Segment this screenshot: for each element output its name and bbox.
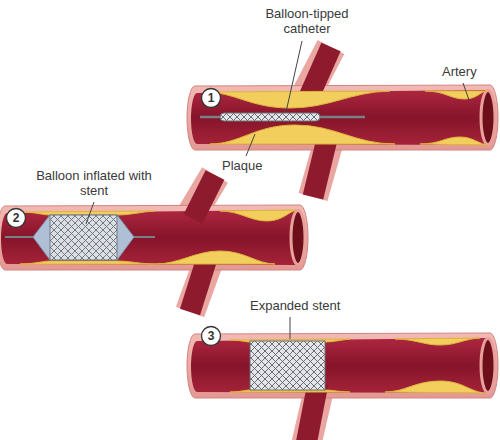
part-label: Balloon-tipped catheter xyxy=(252,6,362,36)
expanded-stent xyxy=(250,341,325,390)
plaque xyxy=(385,381,485,393)
artery-tube xyxy=(187,85,498,150)
catheter-balloon xyxy=(220,113,320,121)
plaque xyxy=(420,137,487,145)
part-label: Plaque xyxy=(222,158,262,173)
part-label: Balloon inflated with stent xyxy=(34,168,154,198)
plaque xyxy=(205,91,390,108)
plaque xyxy=(20,211,155,215)
callout-number: 3 xyxy=(202,327,220,345)
plaque xyxy=(220,210,297,221)
plaque xyxy=(155,251,275,264)
plaque xyxy=(395,338,480,345)
illustration-part xyxy=(86,41,469,339)
leader-line xyxy=(286,41,302,112)
artery-two xyxy=(0,175,308,312)
callout-circle xyxy=(202,89,221,108)
leader-line xyxy=(86,202,94,224)
inflated-balloon xyxy=(33,215,134,260)
callout-number: 2 xyxy=(7,209,25,227)
callout-circle xyxy=(202,327,221,346)
leader-line xyxy=(246,134,255,156)
leader-line xyxy=(290,317,291,339)
part-label: Expanded stent xyxy=(250,298,340,313)
stent xyxy=(50,215,117,260)
callout-number: 1 xyxy=(202,89,220,107)
part-label: Artery xyxy=(442,64,477,79)
leader-line xyxy=(463,83,469,100)
artery-three xyxy=(187,333,498,440)
branch-lumen xyxy=(193,175,215,219)
plaque xyxy=(20,261,155,264)
callout-circle xyxy=(7,209,26,228)
plaque xyxy=(425,91,487,99)
plaque xyxy=(210,125,395,144)
artery-tube xyxy=(0,205,308,270)
artery-one xyxy=(187,47,498,197)
artery-tube xyxy=(187,333,498,398)
